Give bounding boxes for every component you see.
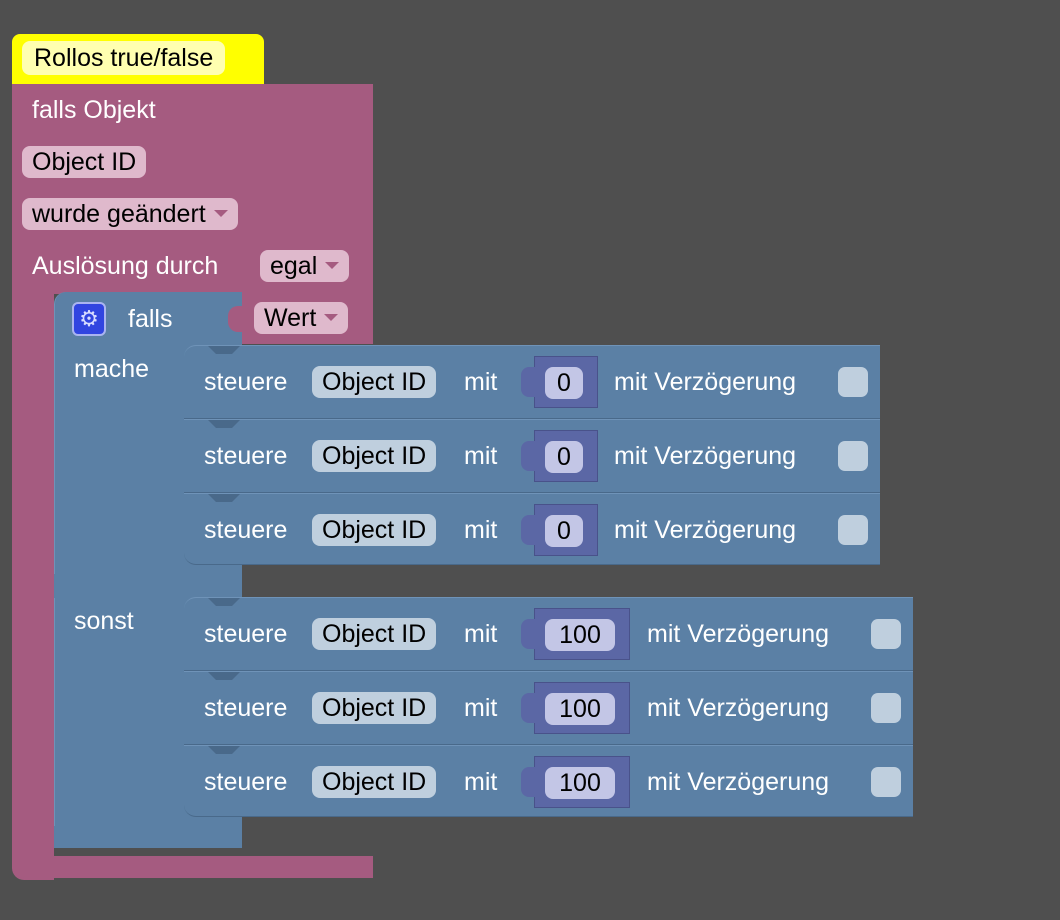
- object-id-field[interactable]: Object ID: [312, 766, 437, 798]
- puzzle-tab: [521, 619, 537, 649]
- number-block[interactable]: 100: [521, 682, 630, 734]
- delay-checkbox[interactable]: [871, 619, 901, 649]
- change-dropdown-value: wurde geändert: [32, 200, 206, 228]
- trigger-dropdown-value: egal: [270, 252, 318, 280]
- connector-notch: [208, 420, 240, 428]
- delay-checkbox[interactable]: [838, 441, 868, 471]
- delay-label: mit Verzögerung: [647, 694, 830, 722]
- row-label: steuere: [204, 516, 288, 544]
- object-id-field[interactable]: Object ID: [312, 692, 437, 724]
- number-block[interactable]: 0: [521, 356, 598, 408]
- condition-dropdown[interactable]: Wert: [254, 302, 349, 334]
- connector-notch: [208, 746, 240, 754]
- with-label: mit: [464, 368, 498, 396]
- delay-checkbox[interactable]: [871, 767, 901, 797]
- condition-socket-tab: [228, 306, 246, 332]
- object-id-field[interactable]: Object ID: [22, 146, 147, 178]
- condition-dropdown-value: Wert: [264, 304, 317, 332]
- connector-notch: [208, 494, 240, 502]
- comment-text[interactable]: Rollos true/false: [22, 41, 226, 75]
- row-label: steuere: [204, 368, 288, 396]
- trigger-label: Auslösung durch: [32, 252, 219, 280]
- with-label: mit: [464, 768, 498, 796]
- puzzle-tab: [521, 441, 537, 471]
- object-id-field[interactable]: Object ID: [312, 618, 437, 650]
- with-label: mit: [464, 694, 498, 722]
- row-label: steuere: [204, 620, 288, 648]
- row-label: steuere: [204, 768, 288, 796]
- object-id-field[interactable]: Object ID: [312, 366, 437, 398]
- if-block-bottom: [54, 826, 242, 848]
- chevron-down-icon: [213, 209, 228, 217]
- object-id-field[interactable]: Object ID: [312, 440, 437, 472]
- with-label: mit: [464, 516, 498, 544]
- trigger-dropdown[interactable]: egal: [260, 250, 350, 282]
- block-comment[interactable]: Rollos true/false: [12, 34, 264, 84]
- if-block-mid: [54, 574, 242, 598]
- event-title: falls Objekt: [32, 96, 156, 124]
- number-block[interactable]: 0: [521, 430, 598, 482]
- object-id-field[interactable]: Object ID: [312, 514, 437, 546]
- do-row[interactable]: steuere Object ID mit 0 mit Verzögerung: [184, 419, 880, 493]
- with-label: mit: [464, 620, 498, 648]
- else-label: sonst: [74, 607, 134, 635]
- else-row[interactable]: steuere Object ID mit 100 mit Verzögerun…: [184, 597, 913, 671]
- settings-icon[interactable]: ⚙: [72, 302, 106, 336]
- event-block-spine: [12, 290, 54, 880]
- delay-checkbox[interactable]: [871, 693, 901, 723]
- delay-label: mit Verzögerung: [647, 620, 830, 648]
- connector-notch: [208, 346, 240, 354]
- number-value[interactable]: 0: [545, 367, 583, 399]
- else-row[interactable]: steuere Object ID mit 100 mit Verzögerun…: [184, 745, 913, 817]
- connector-notch: [208, 672, 240, 680]
- chevron-down-icon: [324, 313, 339, 321]
- do-row[interactable]: steuere Object ID mit 0 mit Verzögerung: [184, 345, 880, 419]
- number-block[interactable]: 100: [521, 756, 630, 808]
- number-value[interactable]: 100: [545, 693, 615, 725]
- delay-checkbox[interactable]: [838, 515, 868, 545]
- number-block[interactable]: 100: [521, 608, 630, 660]
- delay-label: mit Verzögerung: [614, 516, 797, 544]
- do-row[interactable]: steuere Object ID mit 0 mit Verzögerung: [184, 493, 880, 565]
- number-value[interactable]: 100: [545, 767, 615, 799]
- delay-label: mit Verzögerung: [614, 442, 797, 470]
- number-value[interactable]: 0: [545, 441, 583, 473]
- if-label: falls: [128, 305, 173, 333]
- chevron-down-icon: [325, 261, 340, 269]
- row-label: steuere: [204, 694, 288, 722]
- number-value[interactable]: 100: [545, 619, 615, 651]
- with-label: mit: [464, 442, 498, 470]
- delay-label: mit Verzögerung: [647, 768, 830, 796]
- puzzle-tab: [521, 515, 537, 545]
- puzzle-tab: [521, 367, 537, 397]
- number-block[interactable]: 0: [521, 504, 598, 556]
- connector-notch: [208, 598, 240, 606]
- row-label: steuere: [204, 442, 288, 470]
- else-row[interactable]: steuere Object ID mit 100 mit Verzögerun…: [184, 671, 913, 745]
- event-block-bottom: [12, 856, 373, 878]
- change-dropdown[interactable]: wurde geändert: [22, 198, 238, 230]
- delay-label: mit Verzögerung: [614, 368, 797, 396]
- number-value[interactable]: 0: [545, 515, 583, 547]
- puzzle-tab: [521, 767, 537, 797]
- do-label: mache: [74, 355, 150, 383]
- puzzle-tab: [521, 693, 537, 723]
- delay-checkbox[interactable]: [838, 367, 868, 397]
